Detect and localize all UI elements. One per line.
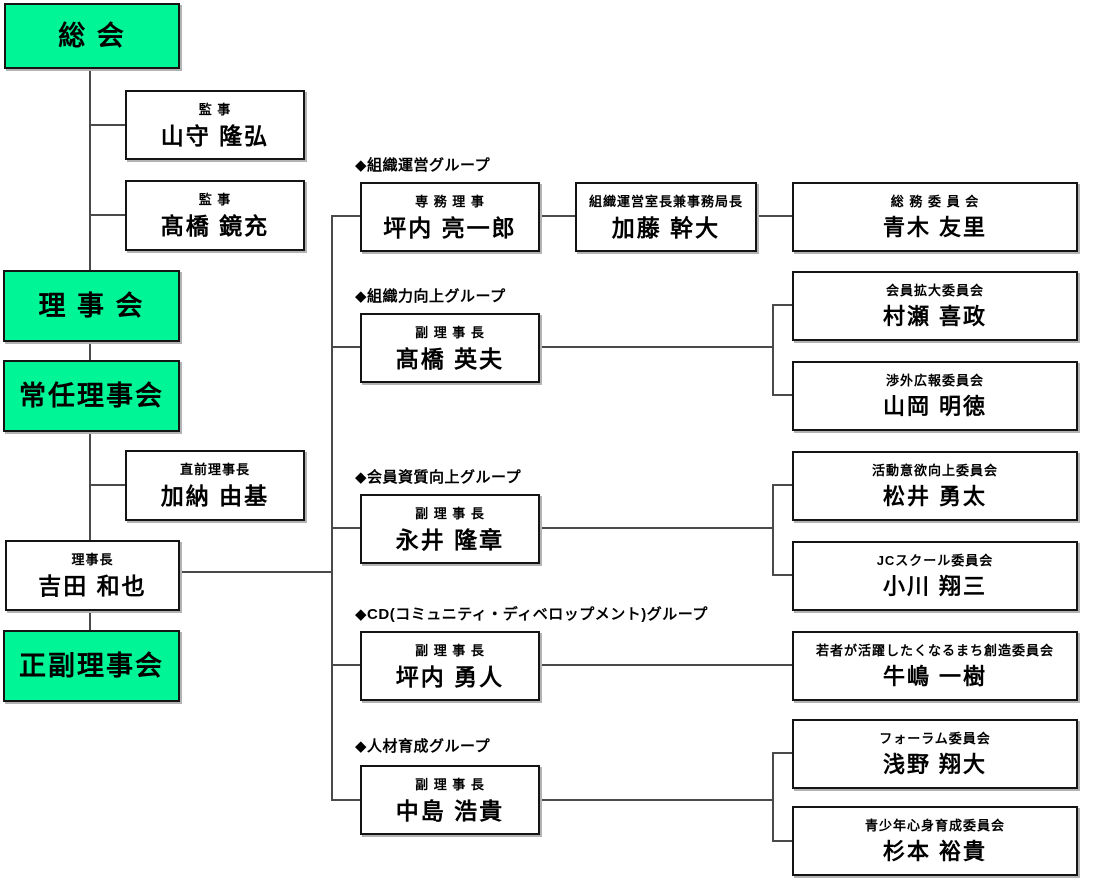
node-president: 理事長 吉田 和也 (5, 540, 180, 611)
committee-title: フォーラム委員会 (879, 731, 991, 746)
role-title: 副 理 事 長 (415, 776, 485, 792)
committee-title: 会員拡大委員会 (885, 283, 984, 298)
role-title: 副 理 事 長 (415, 642, 485, 658)
person-name: 杉本 裕貴 (882, 839, 988, 864)
person-name: 坪内 勇人 (395, 663, 505, 690)
connector (331, 799, 360, 801)
node-committee-motivation: 活動意欲向上委員会 松井 勇太 (792, 451, 1078, 521)
connector (772, 484, 774, 576)
node-committee-pr: 渉外広報委員会 山岡 明徳 (792, 361, 1078, 431)
connector (772, 484, 792, 486)
connector (772, 752, 792, 754)
connector (540, 527, 772, 529)
connector (89, 342, 91, 360)
node-committee-forum: フォーラム委員会 浅野 翔大 (792, 719, 1078, 789)
node-committee-member-expansion: 会員拡大委員会 村瀬 喜政 (792, 271, 1078, 341)
person-name: 村瀬 喜政 (882, 304, 988, 329)
connector (89, 69, 91, 270)
connector (89, 214, 126, 216)
person-name: 吉田 和也 (38, 573, 147, 599)
person-name: 坪内 亮一郎 (383, 214, 517, 241)
connector (540, 664, 792, 666)
connector (772, 304, 792, 306)
connector (331, 215, 360, 217)
connector (331, 215, 333, 801)
person-name: 永井 隆章 (395, 526, 505, 553)
group-2-label: ◆組織力向上グループ (355, 288, 506, 305)
node-label: 理 事 会 (38, 290, 145, 321)
node-auditor-2: 監 事 髙橋 鏡充 (125, 180, 305, 251)
connector (89, 484, 126, 486)
node-committee-youth-development: 青少年心身育成委員会 杉本 裕貴 (792, 806, 1078, 876)
connector (331, 346, 360, 348)
committee-title: 総 務 委 員 会 (890, 194, 980, 209)
connector (772, 394, 792, 396)
committee-title: 若者が活躍したくなるまち創造委員会 (815, 643, 1054, 658)
node-label: 総 会 (58, 20, 126, 51)
node-secretariat-head: 組織運営室長兼事務局長 加藤 幹大 (575, 182, 757, 252)
connector (772, 840, 792, 842)
group-4-label: ◆CD(コミュニティ・ディベロップメント)グループ (355, 606, 708, 623)
committee-title: JCスクール委員会 (876, 553, 994, 568)
connector (772, 304, 774, 396)
node-group-5-leader: 副 理 事 長 中島 浩貴 (360, 765, 540, 835)
connector (540, 215, 575, 217)
connector (540, 346, 772, 348)
group-5-label: ◆人材育成グループ (355, 738, 491, 755)
node-pres-vice-pres-meeting: 正副理事会 (3, 630, 180, 702)
node-general-assembly: 総 会 (4, 3, 180, 69)
role-title: 専 務 理 事 (415, 193, 485, 209)
person-name: 青木 友里 (882, 215, 988, 240)
connector (331, 664, 360, 666)
node-label: 常任理事会 (19, 380, 164, 411)
committee-title: 活動意欲向上委員会 (871, 463, 998, 478)
node-committee-jc-school: JCスクール委員会 小川 翔三 (792, 541, 1078, 611)
node-standing-board: 常任理事会 (3, 360, 180, 432)
role-title: 監 事 (198, 101, 232, 117)
group-3-label: ◆会員資質向上グループ (355, 469, 522, 486)
role-title: 副 理 事 長 (415, 505, 485, 521)
person-name: 加納 由基 (160, 483, 270, 509)
role-title: 理事長 (71, 552, 114, 567)
node-group-4-leader: 副 理 事 長 坪内 勇人 (360, 631, 540, 701)
person-name: 牛嶋 一樹 (882, 664, 988, 689)
person-name: 髙橋 英夫 (395, 345, 505, 372)
connector (89, 124, 126, 126)
connector (89, 432, 91, 540)
node-committee-town-creation: 若者が活躍したくなるまち創造委員会 牛嶋 一樹 (792, 631, 1078, 701)
person-name: 山岡 明徳 (882, 394, 988, 419)
connector (772, 574, 792, 576)
connector (540, 799, 772, 801)
person-name: 山守 隆弘 (160, 122, 270, 149)
node-immediate-past-president: 直前理事長 加納 由基 (125, 450, 305, 521)
node-group-2-leader: 副 理 事 長 髙橋 英夫 (360, 313, 540, 383)
role-title: 組織運営室長兼事務局長 (588, 193, 743, 209)
person-name: 小川 翔三 (882, 574, 988, 599)
node-label: 正副理事会 (19, 650, 164, 681)
person-name: 髙橋 鏡充 (160, 213, 270, 239)
person-name: 松井 勇太 (882, 484, 988, 509)
connector (772, 752, 774, 842)
node-auditor-1: 監 事 山守 隆弘 (125, 90, 305, 160)
person-name: 浅野 翔大 (882, 752, 988, 777)
connector (89, 611, 91, 630)
role-title: 監 事 (198, 192, 232, 207)
person-name: 中島 浩貴 (395, 797, 505, 824)
role-title: 直前理事長 (179, 462, 250, 477)
connector (331, 527, 360, 529)
committee-title: 渉外広報委員会 (885, 373, 984, 388)
node-committee-general-affairs: 総 務 委 員 会 青木 友里 (792, 182, 1078, 252)
committee-title: 青少年心身育成委員会 (864, 818, 1005, 833)
role-title: 副 理 事 長 (415, 324, 485, 340)
connector (180, 571, 333, 573)
person-name: 加藤 幹大 (611, 214, 721, 241)
connector (757, 215, 792, 217)
node-group-3-leader: 副 理 事 長 永井 隆章 (360, 494, 540, 564)
node-board-of-directors: 理 事 会 (3, 270, 180, 342)
group-1-label: ◆組織運営グループ (355, 157, 491, 174)
node-group-1-leader: 専 務 理 事 坪内 亮一郎 (360, 182, 540, 252)
